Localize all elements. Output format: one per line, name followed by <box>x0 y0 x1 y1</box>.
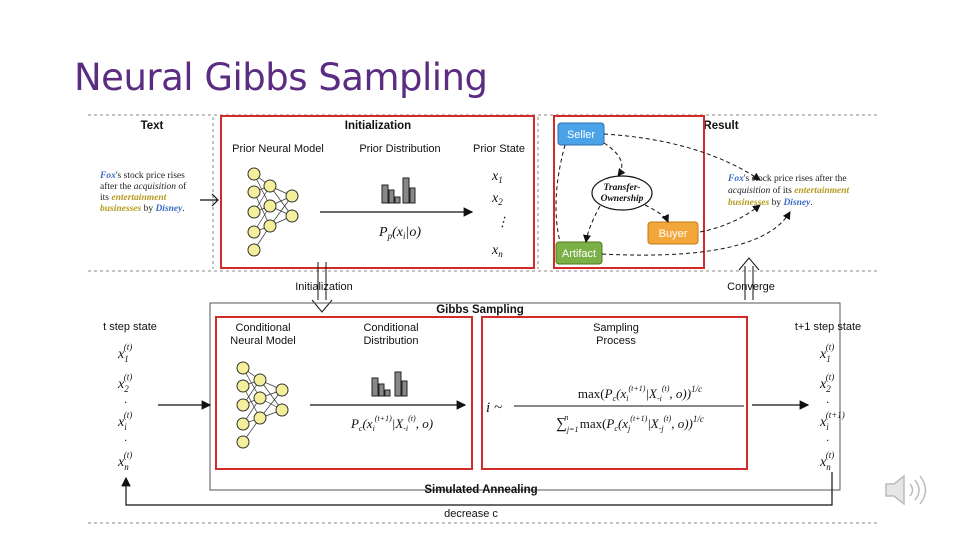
conditional-highlight-box <box>215 316 473 470</box>
result-header: Result <box>703 120 738 132</box>
init-header: Initialization <box>345 120 411 132</box>
svg-text:xi(t+1): xi(t+1) <box>819 410 845 432</box>
decrease-c-label: decrease c <box>444 508 498 520</box>
svg-text:·: · <box>124 433 127 447</box>
svg-text:after the acquisition of: after the acquisition of <box>100 181 187 192</box>
svg-text:x1: x1 <box>491 169 503 185</box>
svg-text:acquisition of its entertainme: acquisition of its entertainment <box>728 185 850 196</box>
t1-state-label: t+1 step state <box>795 321 861 333</box>
prior-states: x1 x2 ⋮ xn <box>491 169 509 259</box>
input-text: Fox's stock price rises after the acquis… <box>99 171 187 214</box>
svg-text:xi(t): xi(t) <box>117 410 132 432</box>
sampling-label-2: Process <box>596 335 636 347</box>
artifact-box <box>555 241 603 265</box>
event-node <box>591 175 653 211</box>
svg-text:x2(t): x2(t) <box>819 372 834 394</box>
init-label: Initialization <box>295 281 352 293</box>
buyer-label: Buyer <box>659 228 688 240</box>
svg-text:·: · <box>826 395 829 409</box>
roles-highlight-box <box>553 115 705 269</box>
svg-text:businesses by Disney.: businesses by Disney. <box>728 198 813 208</box>
svg-text:x2: x2 <box>491 191 503 207</box>
cond-formula: Pc(xi(t+1)|X-i(t), o) <box>350 414 433 433</box>
init-down-arrow <box>311 262 333 313</box>
speaker-icon[interactable] <box>885 474 927 506</box>
converge-label: Converge <box>727 281 775 293</box>
sampling-label-1: Sampling <box>593 322 639 334</box>
svg-text:its entertainment: its entertainment <box>100 193 167 203</box>
gibbs-sampling-label: Gibbs Sampling <box>436 304 524 316</box>
svg-text:Fox's stock price rises: Fox's stock price rises <box>99 171 185 181</box>
svg-text:xn(t): xn(t) <box>819 450 834 472</box>
svg-text:⋮: ⋮ <box>496 214 509 229</box>
result-text: Fox's stock price rises after the acquis… <box>727 173 850 208</box>
annealing-loop-arrow <box>121 472 833 506</box>
event-label-1: Transfer- <box>603 183 640 193</box>
cond-model-label-1: Conditional <box>235 322 290 334</box>
t-state-label: t step state <box>103 321 157 333</box>
svg-text:Fox's stock price rises after: Fox's stock price rises after the <box>727 173 847 184</box>
i-sim: i ~ <box>486 400 502 416</box>
init-highlight-box <box>220 115 535 269</box>
svg-text:x1(t): x1(t) <box>819 342 834 364</box>
cond-dist-label-2: Distribution <box>363 335 418 347</box>
svg-text:xn: xn <box>491 243 503 259</box>
converge-up-arrow <box>738 257 760 300</box>
cond-dist-label-1: Conditional <box>363 322 418 334</box>
prior-net-nodes <box>247 167 299 257</box>
gibbs-frame <box>209 302 841 491</box>
t1-states: x1(t) x2(t) · xi(t+1) · xn(t) <box>819 342 845 472</box>
role-arrows <box>555 133 791 256</box>
text-header: Text <box>141 120 164 132</box>
svg-text:x2(t): x2(t) <box>117 372 132 394</box>
prior-neural-model-label: Prior Neural Model <box>232 143 324 155</box>
svg-text:xn(t): xn(t) <box>117 450 132 472</box>
slide-title: Neural Gibbs Sampling <box>74 56 488 99</box>
svg-text:businesses by Disney.: businesses by Disney. <box>100 204 185 214</box>
svg-text:·: · <box>826 433 829 447</box>
artifact-label: Artifact <box>562 248 596 260</box>
svg-text:∑j=1n max(Pc(xj(t+1)|X-j(t), o: ∑j=1n max(Pc(xj(t+1)|X-j(t), o))1/c <box>556 413 704 434</box>
event-label-2: Ownership <box>601 194 644 204</box>
svg-text:·: · <box>124 395 127 409</box>
svg-text:x1(t): x1(t) <box>117 342 132 364</box>
prior-distribution-label: Prior Distribution <box>359 143 440 155</box>
sampling-highlight-box <box>481 316 748 470</box>
cond-net-nodes <box>236 361 289 449</box>
buyer-box <box>647 221 699 245</box>
t-states: x1(t) x2(t) · xi(t) · xn(t) <box>117 342 132 472</box>
cond-distribution-bars <box>371 371 408 397</box>
prior-distribution-bars <box>381 177 416 204</box>
text-to-init-arrow <box>200 193 219 207</box>
prior-formula: Pp(xi|o) <box>378 225 421 241</box>
sampling-formula: max(Pc(xi(t+1)|X-i(t), o))1/c ∑j=1n max(… <box>514 384 744 434</box>
prior-state-label: Prior State <box>473 143 525 155</box>
seller-label: Seller <box>567 129 595 141</box>
svg-text:max(Pc(xi(t+1)|X-i(t), o))1/c: max(Pc(xi(t+1)|X-i(t), o))1/c <box>578 384 702 403</box>
cond-model-label-2: Neural Model <box>230 335 295 347</box>
simulated-annealing-label: Simulated Annealing <box>424 484 537 496</box>
